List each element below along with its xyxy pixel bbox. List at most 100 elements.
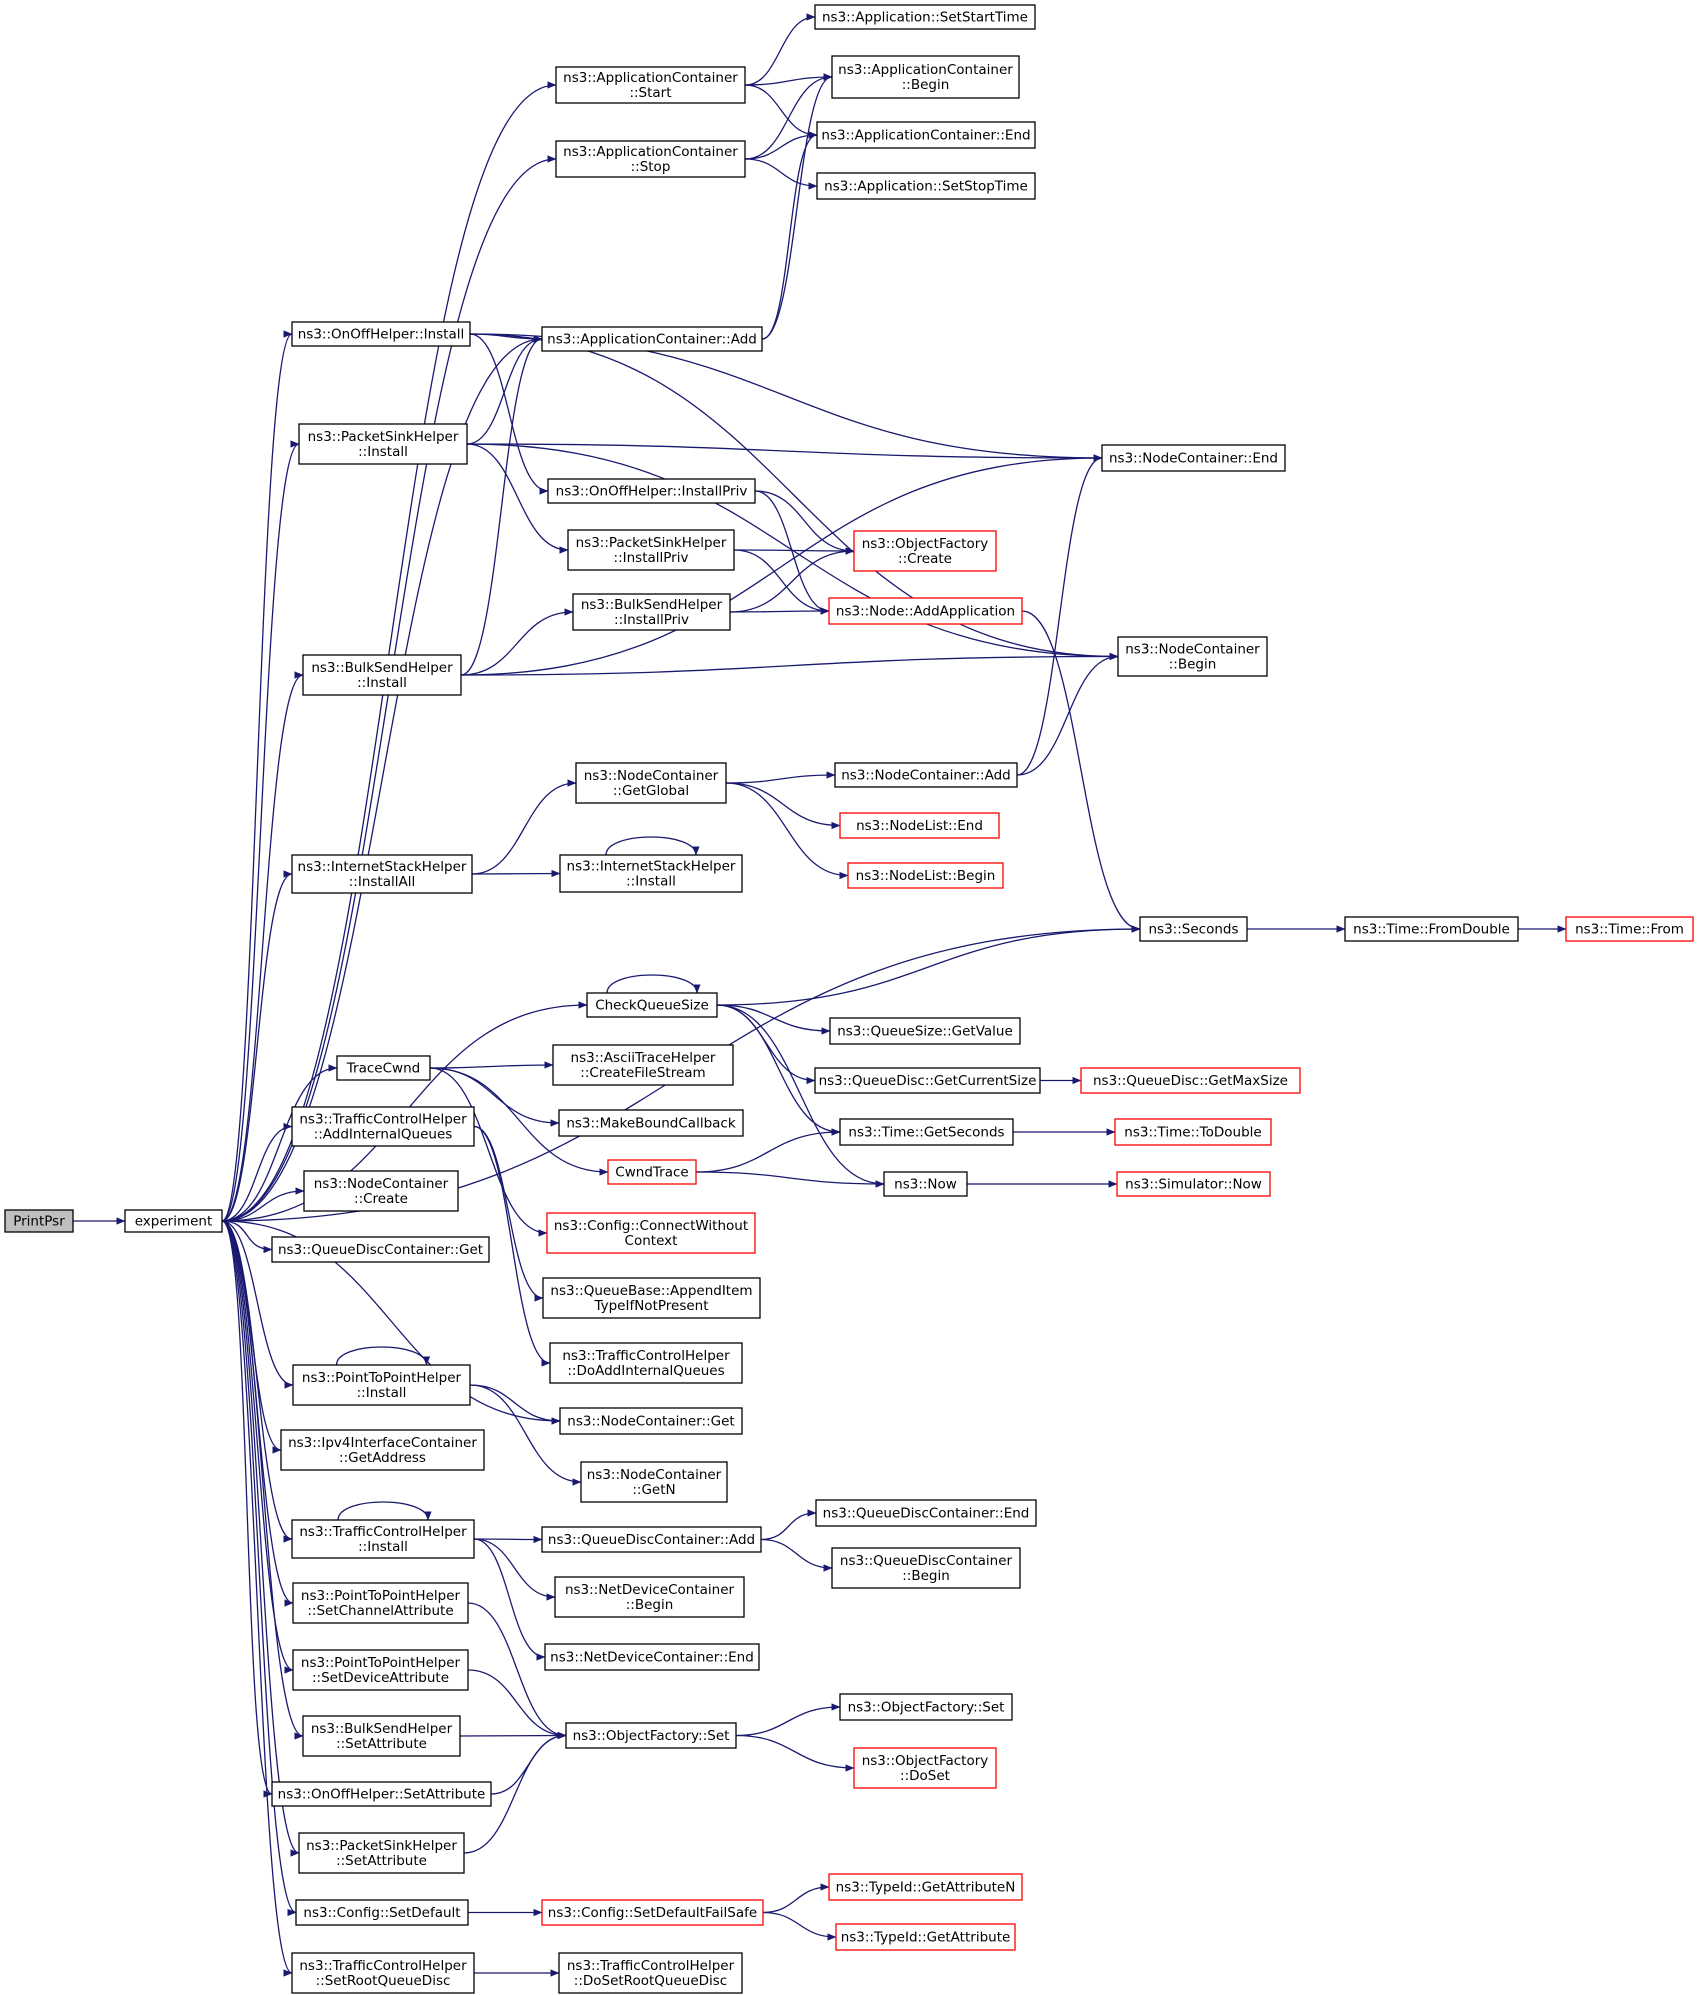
node-pkt-sink-set-attr[interactable]: ns3::PacketSinkHelper::SetAttribute — [298, 1832, 465, 1874]
edge — [221, 1220, 294, 1674]
node-app-start[interactable]: ns3::ApplicationContainer::Start — [555, 66, 746, 104]
node-node-cont-get-global[interactable]: ns3::NodeContainer::GetGlobal — [575, 762, 727, 804]
edge-app-stop-to-app-begin — [744, 73, 833, 160]
node-get-attribute-n[interactable]: ns3::TypeId::GetAttributeN — [828, 1873, 1023, 1901]
node-qdisc-get-cur-size[interactable]: ns3::QueueDisc::GetCurrentSize — [814, 1067, 1041, 1094]
node-create-file-stream[interactable]: ns3::AsciiTraceHelper::CreateFileStream — [552, 1044, 734, 1086]
node-p2-pset-chan-attr[interactable]: ns3::PointToPointHelper::SetChannelAttri… — [292, 1582, 469, 1624]
node-trace-cwnd[interactable]: TraceCwnd — [336, 1055, 431, 1081]
node-on-off-set-attr[interactable]: ns3::OnOffHelper::SetAttribute — [271, 1781, 492, 1807]
node-obj-fact-create[interactable]: ns3::ObjectFactory::Create — [853, 530, 997, 572]
node-app-stop[interactable]: ns3::ApplicationContainer::Stop — [555, 140, 746, 178]
edge — [716, 1004, 885, 1188]
node-cwnd-trace[interactable]: CwndTrace — [607, 1159, 697, 1185]
node-label: ns3::Node::AddApplication — [836, 604, 1015, 620]
node-on-off-install-priv[interactable]: ns3::OnOffHelper::InstallPriv — [547, 478, 756, 504]
node-label: ns3::NodeContainer::Add — [841, 768, 1010, 784]
node-bulk-set-attr[interactable]: ns3::BulkSendHelper::SetAttribute — [302, 1715, 461, 1757]
node-now[interactable]: ns3::Now — [883, 1171, 968, 1197]
node-set-start-time[interactable]: ns3::Application::SetStartTime — [814, 4, 1036, 30]
edge-app-start-to-app-begin — [744, 73, 833, 86]
node-inet-install[interactable]: ns3::InternetStackHelper::Install — [559, 854, 743, 893]
node-node-cont-create[interactable]: ns3::NodeContainer::Create — [303, 1170, 459, 1212]
node-seconds[interactable]: ns3::Seconds — [1139, 916, 1248, 942]
node-set-stop-time[interactable]: ns3::Application::SetStopTime — [816, 172, 1036, 200]
node-experiment[interactable]: experiment — [124, 1209, 223, 1233]
edge-node-cont-get-global-to-node-cont-add — [725, 771, 836, 784]
node-node-list-end[interactable]: ns3::NodeList::End — [839, 812, 1000, 839]
node-bulk-install-priv[interactable]: ns3::BulkSendHelper::InstallPriv — [572, 593, 731, 631]
node-net-dev-cont-end[interactable]: ns3::NetDeviceContainer::End — [544, 1643, 760, 1671]
node-qdisc-cont-begin[interactable]: ns3::QueueDiscContainer::Begin — [831, 1547, 1021, 1589]
node-box — [831, 1547, 1021, 1589]
edge-obj-fact-set-to-obj-fact-do-set — [735, 1734, 855, 1772]
node-time-get-seconds[interactable]: ns3::Time::GetSeconds — [839, 1118, 1014, 1146]
node-label: ::Install — [626, 874, 676, 890]
node-label: ::Begin — [902, 1568, 950, 1584]
node-bulk-install[interactable]: ns3::BulkSendHelper::Install — [302, 654, 462, 696]
edge-experiment-to-on-off-set-attr — [221, 1220, 273, 1798]
node-label: ::Begin — [626, 1597, 674, 1613]
node-label: ::Start — [629, 85, 671, 101]
node-app-begin[interactable]: ns3::ApplicationContainer::Begin — [831, 55, 1020, 99]
node-make-bound-callback[interactable]: ns3::MakeBoundCallback — [558, 1109, 744, 1137]
node-qbase-append[interactable]: ns3::QueueBase::AppendItemTypeIfNotPrese… — [542, 1277, 761, 1319]
node-box — [839, 1693, 1013, 1721]
edge — [221, 1220, 293, 1977]
node-net-dev-cont-begin[interactable]: ns3::NetDeviceContainer::Begin — [554, 1576, 745, 1618]
node-tchinstall[interactable]: ns3::TrafficControlHelper::Install — [291, 1519, 475, 1559]
node-node-cont-begin[interactable]: ns3::NodeContainer::Begin — [1117, 636, 1268, 677]
node-ipv4-get-addr[interactable]: ns3::Ipv4InterfaceContainer::GetAddress — [280, 1429, 485, 1471]
edge — [429, 1067, 609, 1176]
node-check-queue-size[interactable]: CheckQueueSize — [586, 992, 718, 1018]
node-box — [1116, 1171, 1271, 1197]
node-label: ns3::NodeList::Begin — [856, 868, 996, 884]
node-from-double[interactable]: ns3::Time::FromDouble — [1344, 916, 1519, 942]
node-box — [1080, 1067, 1301, 1094]
node-get-attribute[interactable]: ns3::TypeId::GetAttribute — [835, 1923, 1016, 1951]
node-p2-pinstall[interactable]: ns3::PointToPointHelper::Install — [292, 1364, 471, 1406]
node-node-cont-add[interactable]: ns3::NodeContainer::Add — [834, 762, 1018, 788]
node-node-list-begin[interactable]: ns3::NodeList::Begin — [847, 862, 1004, 889]
node-obj-fact-set[interactable]: ns3::ObjectFactory::Set — [565, 1722, 737, 1749]
node-box — [853, 530, 997, 572]
node-cfg-set-default[interactable]: ns3::Config::SetDefault — [295, 1899, 469, 1926]
node-app-end[interactable]: ns3::ApplicationContainer::End — [816, 121, 1036, 149]
node-tchset-root-qd[interactable]: ns3::TrafficControlHelper::SetRootQueueD… — [291, 1952, 475, 1994]
node-label: ns3::PacketSinkHelper — [576, 535, 727, 551]
node-node-cont-end[interactable]: ns3::NodeContainer::End — [1101, 444, 1286, 472]
edge-node-cont-get-global-to-node-list-begin — [725, 782, 849, 880]
node-node-cont-get-n[interactable]: ns3::NodeContainer::GetN — [580, 1461, 728, 1503]
node-tchdo-add-int-q[interactable]: ns3::TrafficControlHelper::DoAddInternal… — [549, 1342, 743, 1384]
node-qsize-get-value[interactable]: ns3::QueueSize::GetValue — [829, 1017, 1021, 1045]
edge — [221, 330, 293, 1222]
node-pkt-sink-install-priv[interactable]: ns3::PacketSinkHelper::InstallPriv — [567, 529, 735, 571]
edge — [473, 1125, 544, 1302]
node-obj-fact-do-set[interactable]: ns3::ObjectFactory::DoSet — [853, 1747, 997, 1789]
node-tchadd-int-q[interactable]: ns3::TrafficControlHelper::AddInternalQu… — [291, 1106, 475, 1147]
node-qdisc-cont-end[interactable]: ns3::QueueDiscContainer::End — [815, 1499, 1037, 1527]
node-node-cont-get[interactable]: ns3::NodeContainer::Get — [559, 1407, 743, 1435]
node-obj-fact-set2[interactable]: ns3::ObjectFactory::Set — [839, 1693, 1013, 1721]
node-inet-install-all[interactable]: ns3::InternetStackHelper::InstallAll — [291, 854, 473, 894]
node-box — [302, 1715, 461, 1757]
node-qdisc-cont-add[interactable]: ns3::QueueDiscContainer::Add — [541, 1526, 762, 1553]
edge — [221, 1220, 294, 1389]
node-p2-pset-dev-attr[interactable]: ns3::PointToPointHelper::SetDeviceAttrib… — [292, 1649, 469, 1691]
node-on-off-install[interactable]: ns3::OnOffHelper::Install — [291, 321, 471, 347]
node-node-add-app[interactable]: ns3::Node::AddApplication — [828, 597, 1023, 625]
node-tchdo-set-root-qd[interactable]: ns3::TrafficControlHelper::DoSetRootQueu… — [558, 1952, 743, 1994]
node-app-add[interactable]: ns3::ApplicationContainer::Add — [541, 326, 763, 352]
node-sim-now[interactable]: ns3::Simulator::Now — [1116, 1171, 1271, 1197]
node-print-psr[interactable]: PrintPsr — [4, 1209, 74, 1233]
node-label: ::SetRootQueueDisc — [316, 1973, 451, 1989]
node-qdisc-get-max-size[interactable]: ns3::QueueDisc::GetMaxSize — [1080, 1067, 1301, 1094]
edge-tchadd-int-q-to-tchdo-add-int-q — [473, 1125, 551, 1367]
node-qdisc-cont-get[interactable]: ns3::QueueDiscContainer::Get — [271, 1236, 490, 1263]
node-time-from[interactable]: ns3::Time::From — [1565, 916, 1694, 942]
node-to-double[interactable]: ns3::Time::ToDouble — [1114, 1118, 1272, 1146]
node-cfg-set-default-fs[interactable]: ns3::Config::SetDefaultFailSafe — [541, 1899, 764, 1926]
edge-check-queue-size-to-seconds — [716, 925, 1141, 1006]
node-pkt-sink-install[interactable]: ns3::PacketSinkHelper::Install — [298, 423, 468, 465]
